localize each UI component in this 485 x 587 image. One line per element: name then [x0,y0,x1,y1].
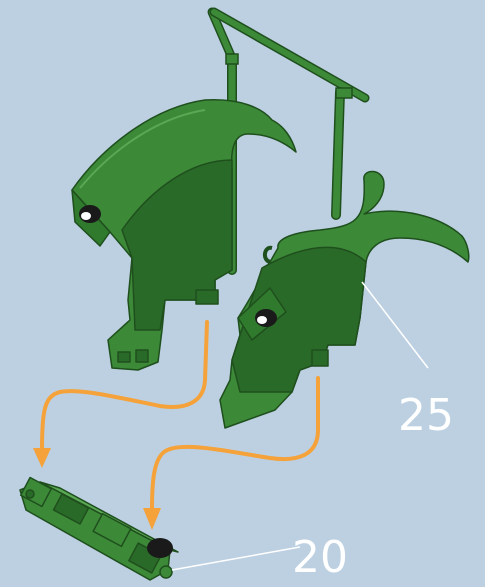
callout-number-25: 25 [398,390,454,441]
callout-axle: 20 [172,532,348,583]
callout-leader-line [172,547,300,570]
callout-leader-line [362,282,428,368]
callout-fender: 25 [362,282,454,441]
callout-number-20: 20 [292,532,348,583]
